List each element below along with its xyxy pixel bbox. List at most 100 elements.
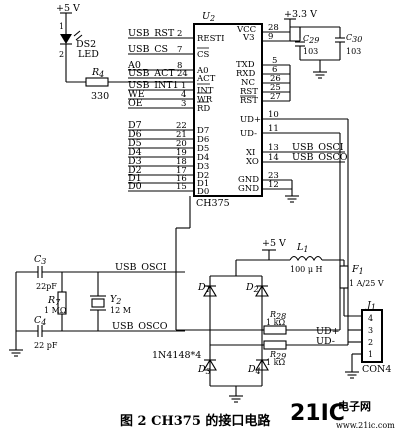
pin-name: D7 xyxy=(197,126,209,136)
j1-ref: J1 xyxy=(365,300,376,312)
pin-name: NC xyxy=(241,78,255,88)
r4-value: 330 xyxy=(91,91,109,102)
r7-ref: R7 xyxy=(47,295,61,307)
pin-num: 9 xyxy=(268,32,273,42)
pin-num: 26 xyxy=(270,74,281,84)
j1-pin: 3 xyxy=(368,326,373,335)
net-usb-int1: USB_INT1 xyxy=(128,80,179,91)
pin-num: 7 xyxy=(177,45,182,55)
y2-value: 12 M xyxy=(110,306,131,315)
watermark-logo: 21IC 电子网 www.21ic.com xyxy=(290,399,395,430)
r29-ref: R29 xyxy=(269,350,286,361)
crystal-circuit: C3 22pF USB_OSCI C4 22 pF USB_OSCO R7 1 … xyxy=(9,254,185,357)
pin-name: D6 xyxy=(197,135,209,145)
pin-num: 12 xyxy=(268,180,279,190)
diode-d1 xyxy=(203,284,217,297)
led-circuit: +5 V 1 2 DS2 LED R4 330 xyxy=(56,3,194,102)
c30-value: 103 xyxy=(346,47,361,56)
net-d0: D0 xyxy=(128,181,142,192)
protection-bridge: +5 V L1 100 μ H F1 1 A/25 V D1 D2 xyxy=(152,238,384,403)
pin-name: INT xyxy=(197,86,214,96)
connector-j1: J1 4 3 2 1 CON4 xyxy=(345,300,391,379)
pin-name: GND xyxy=(238,175,259,185)
pin-num: 2 xyxy=(177,29,182,39)
pin-num: 16 xyxy=(176,174,187,184)
pin-name: D2 xyxy=(197,171,209,181)
net-d5: D5 xyxy=(128,138,142,149)
net-a0: A0 xyxy=(127,60,141,71)
led-symbol xyxy=(60,34,72,44)
net-usb-cs: USB_CS xyxy=(128,44,168,55)
net-usb-act: USB_ACT xyxy=(128,68,175,79)
led-pin1: 1 xyxy=(59,22,64,31)
pin-num: 13 xyxy=(268,143,279,153)
net-d1: D1 xyxy=(128,173,142,184)
j1-pin: 1 xyxy=(368,350,373,359)
pin-name: UD+ xyxy=(240,115,261,125)
plus3v3-label: +3.3 V xyxy=(284,9,317,20)
l1-value: 100 μ H xyxy=(290,265,323,274)
net-udm: UD- xyxy=(316,336,335,347)
pin-name: GND xyxy=(238,184,259,194)
watermark-main: 21IC xyxy=(290,401,345,426)
pin-num: 14 xyxy=(268,153,279,163)
pin-num: 5 xyxy=(272,56,277,66)
d4-ref: D4 xyxy=(247,364,261,376)
ic-ref: U2 xyxy=(202,11,215,23)
pin-num: 28 xyxy=(268,23,279,33)
pin-num: 15 xyxy=(176,182,187,192)
net-usb-osco: USB_OSCO xyxy=(292,152,348,163)
net-d3: D3 xyxy=(128,156,142,167)
pin-num: 1 xyxy=(181,81,186,91)
c29-ref: C29 xyxy=(303,34,319,45)
r29-value: 1 kΩ xyxy=(266,358,285,367)
pin-num: 3 xyxy=(181,99,186,109)
net-oe: OE xyxy=(128,98,143,109)
r4-ref: R4 xyxy=(91,67,104,79)
pin-name: CS xyxy=(197,50,210,60)
j1-pin: 4 xyxy=(368,314,373,323)
net-udp: UD+ xyxy=(316,326,340,337)
d3-ref: D3 xyxy=(197,364,211,376)
j1-pin: 2 xyxy=(368,338,373,347)
r28-symbol xyxy=(263,325,287,335)
plus5v-mid-label: +5 V xyxy=(262,238,286,249)
pin-num: 8 xyxy=(177,61,182,71)
pin-name: D5 xyxy=(197,144,209,154)
diode-part: 1N4148*4 xyxy=(152,350,201,361)
pin-num: 4 xyxy=(181,90,186,100)
watermark-url: www.21ic.com xyxy=(336,421,395,430)
pin-name: TXD xyxy=(236,60,255,70)
plus5v-top-label: +5 V xyxy=(56,3,80,14)
pin-num: 6 xyxy=(272,65,277,75)
pin-name: XI xyxy=(246,148,255,158)
y2-ref: Y2 xyxy=(110,294,121,306)
c4-value: 22 pF xyxy=(34,341,58,350)
diode-d4 xyxy=(255,358,269,371)
led-pin2: 2 xyxy=(59,50,64,59)
pin-num: 17 xyxy=(176,166,187,176)
c3-value: 22pF xyxy=(36,282,57,291)
ic-ch375: U2 CH375 USB_RST 2 RESTI USB_CS 7 CS A0 … xyxy=(127,11,348,209)
f1-value: 1 A/25 V xyxy=(349,279,384,288)
r29-symbol xyxy=(263,340,287,350)
c30-ref: C30 xyxy=(346,33,362,44)
net-usb-osci-bottom: USB_OSCI xyxy=(115,262,167,273)
pin-name: XO xyxy=(246,157,259,167)
net-d2: D2 xyxy=(128,165,142,176)
net-d6: D6 xyxy=(128,129,142,140)
pin-name: RESTI xyxy=(197,34,224,44)
pin-name: UD- xyxy=(240,129,257,139)
usb-data-wiring xyxy=(175,119,349,345)
d1-ref: D1 xyxy=(197,282,211,294)
net-we: WE xyxy=(128,89,145,100)
connector-body xyxy=(361,309,383,363)
crystal-symbol xyxy=(91,298,105,308)
pin-name: V3 xyxy=(242,33,255,43)
net-usb-osci: USB_OSCI xyxy=(292,142,344,153)
pin-num: 20 xyxy=(176,139,187,149)
pin-name: RST xyxy=(240,96,258,106)
pin-num: 24 xyxy=(177,69,188,79)
led-name: LED xyxy=(78,49,99,60)
left-pins: USB_RST 2 RESTI USB_CS 7 CS A0 8 A0 USB_… xyxy=(127,28,224,197)
